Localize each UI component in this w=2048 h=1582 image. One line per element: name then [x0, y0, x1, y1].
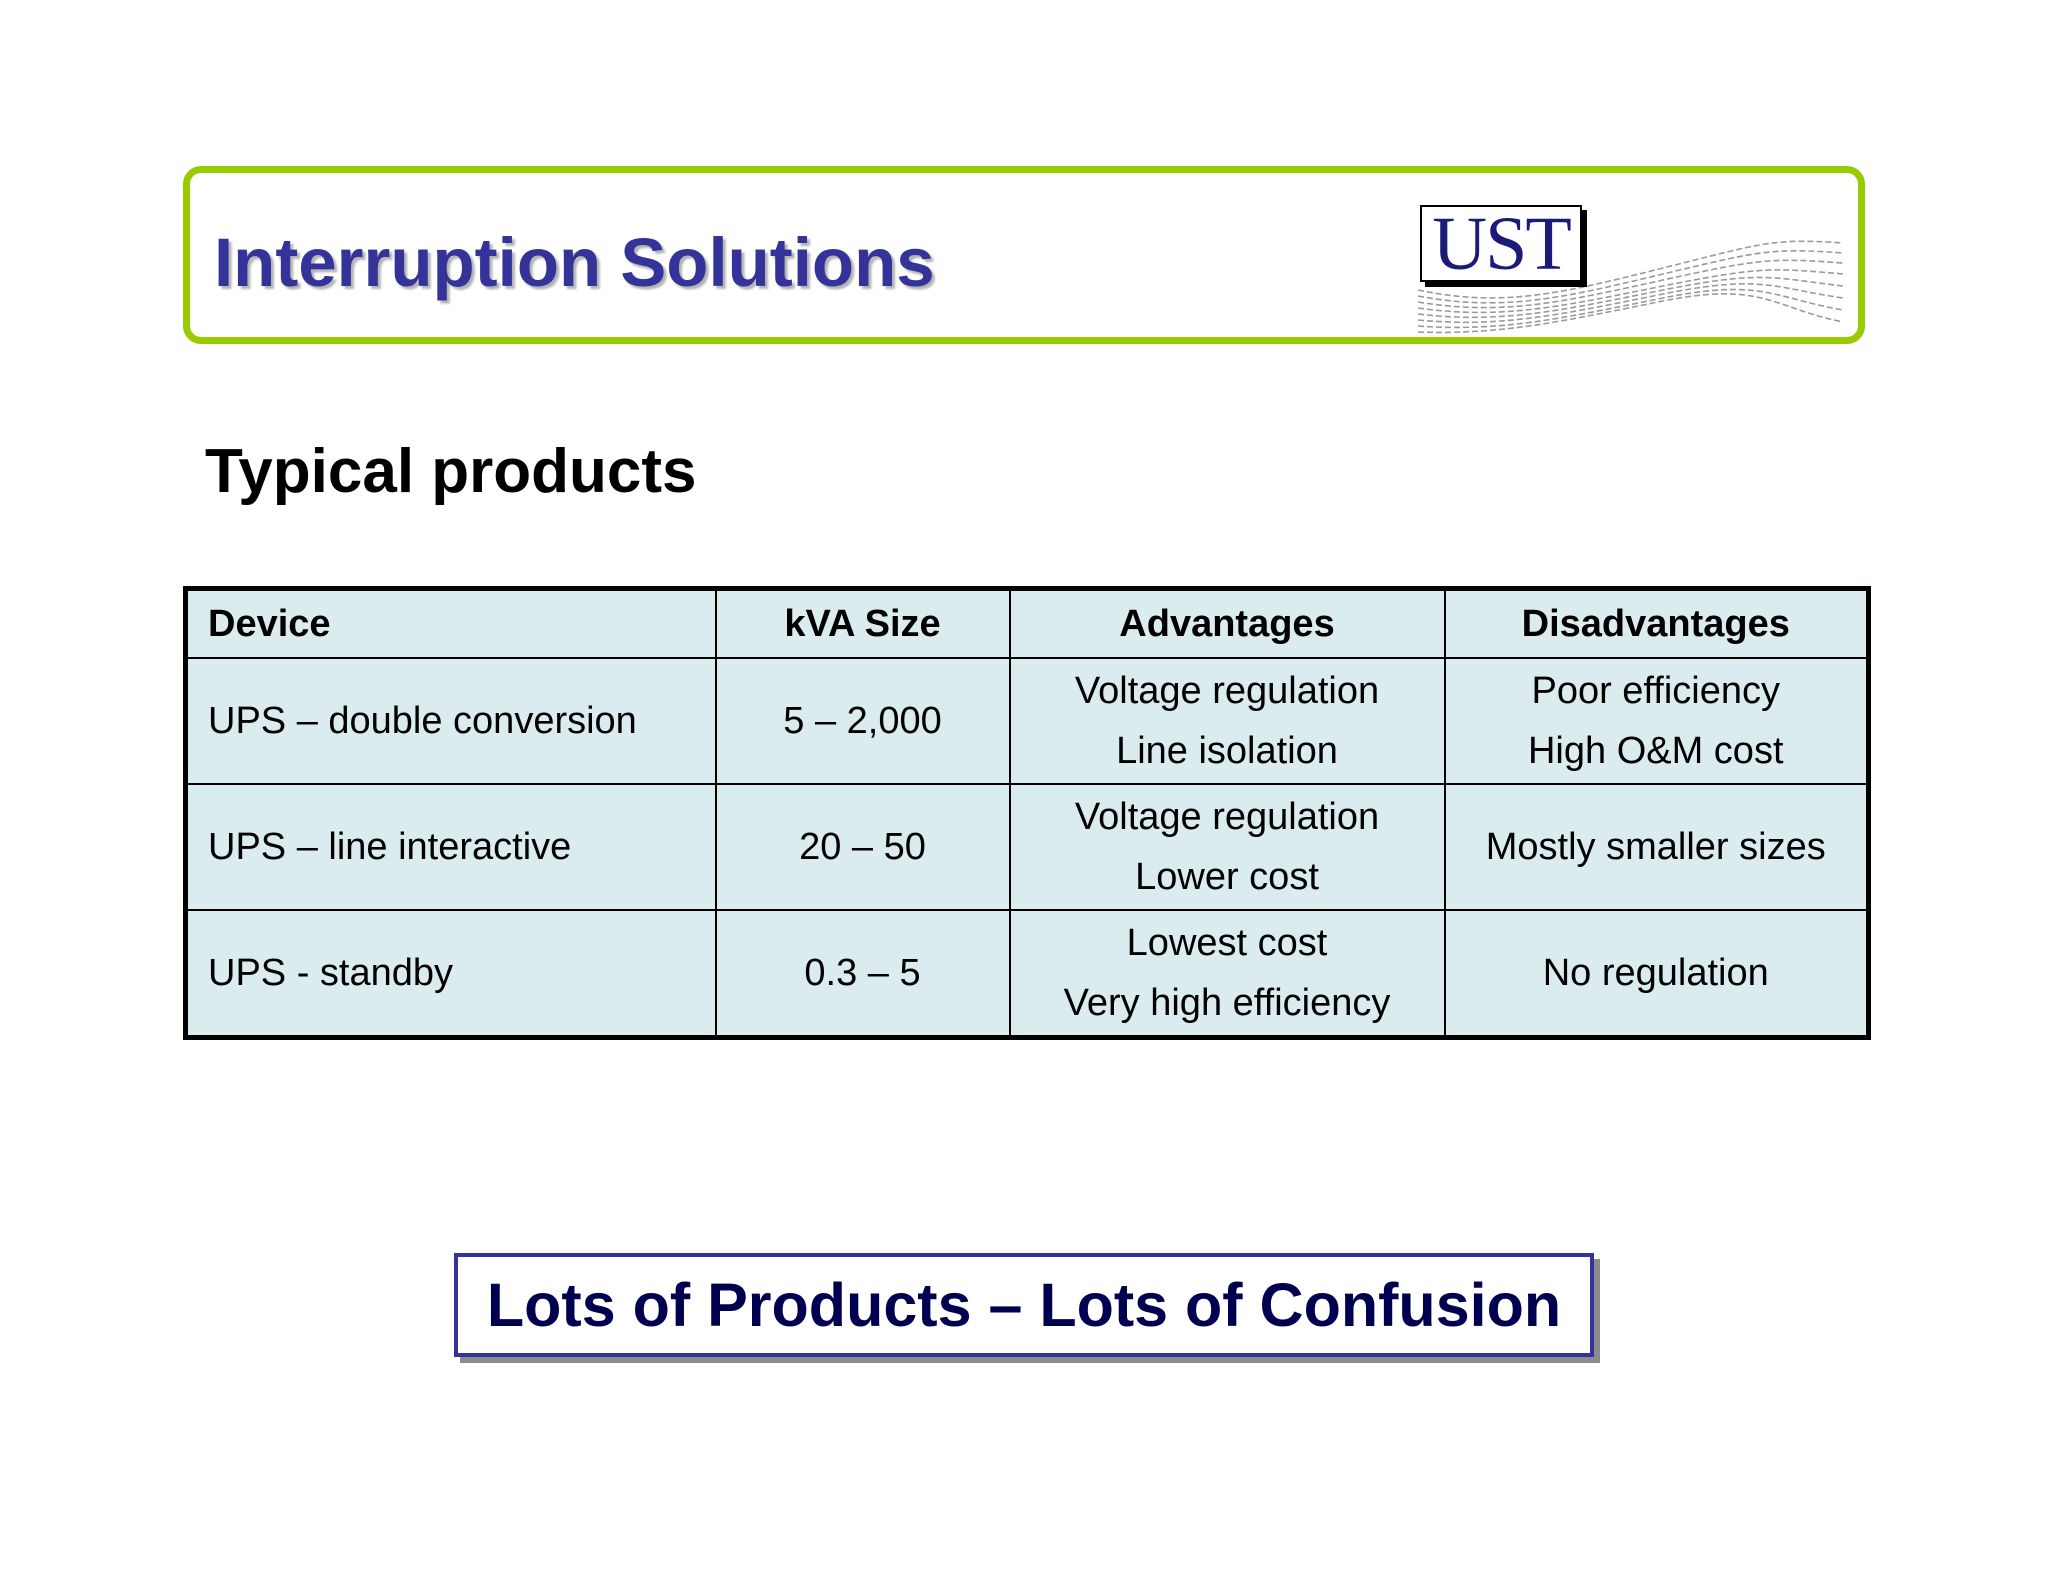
disadvantage-item: Mostly smaller sizes: [1485, 826, 1826, 868]
advantage-item: Lowest cost: [1126, 922, 1328, 964]
advantage-item: Voltage regulation: [1074, 670, 1380, 712]
advantage-item: Voltage regulation: [1074, 796, 1380, 838]
products-table: Device kVA Size Advantages Disadvantages…: [183, 586, 1871, 1040]
column-header-disadvantages: Disadvantages: [1443, 587, 1870, 659]
advantage-item: Lower cost: [1135, 856, 1319, 898]
disadvantage-item: No regulation: [1542, 952, 1769, 994]
column-header-advantages: Advantages: [1008, 587, 1446, 659]
logo-text: UST: [1432, 202, 1572, 286]
table-row: UPS - standby 0.3 – 5 Lowest cost Very h…: [184, 909, 1870, 1039]
advantage-item: Line isolation: [1116, 730, 1338, 772]
section-heading: Typical products: [205, 437, 697, 506]
kva-size-cell: 20 – 50: [714, 783, 1011, 911]
table-row: UPS – line interactive 20 – 50 Voltage r…: [184, 783, 1870, 911]
ust-logo: UST: [1413, 198, 1853, 338]
advantage-item: Very high efficiency: [1063, 982, 1391, 1024]
slide-title: Interruption Solutions: [214, 224, 935, 301]
wave-lines-icon: [1417, 240, 1844, 334]
advantages-cell: Lowest cost Very high efficiency: [1008, 909, 1446, 1039]
kva-size-cell: 5 – 2,000: [714, 657, 1011, 785]
disadvantage-item: High O&M cost: [1527, 730, 1784, 772]
logo-box: UST: [1420, 205, 1582, 282]
device-cell: UPS – double conversion: [184, 657, 717, 785]
advantages-cell: Voltage regulation Line isolation: [1008, 657, 1446, 785]
title-banner: Interruption Solutions UST: [183, 166, 1865, 344]
callout-box: Lots of Products – Lots of Confusion: [454, 1253, 1594, 1357]
disadvantage-item: Poor efficiency: [1531, 670, 1781, 712]
callout-text: Lots of Products – Lots of Confusion: [486, 1271, 1562, 1339]
advantages-cell: Voltage regulation Lower cost: [1008, 783, 1446, 911]
disadvantages-cell: Mostly smaller sizes: [1443, 783, 1870, 911]
kva-size-cell: 0.3 – 5: [714, 909, 1011, 1039]
table-header-row: Device kVA Size Advantages Disadvantages: [184, 587, 1870, 659]
disadvantages-cell: Poor efficiency High O&M cost: [1443, 657, 1870, 785]
disadvantages-cell: No regulation: [1443, 909, 1870, 1039]
table-row: UPS – double conversion 5 – 2,000 Voltag…: [184, 657, 1870, 785]
column-header-device: Device: [184, 587, 717, 659]
device-cell: UPS – line interactive: [184, 783, 717, 911]
device-cell: UPS - standby: [184, 909, 717, 1039]
column-header-kva-size: kVA Size: [714, 587, 1011, 659]
